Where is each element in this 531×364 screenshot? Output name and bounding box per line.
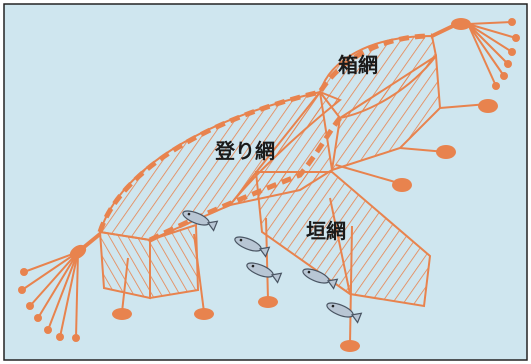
head-rope-dashed (97, 33, 433, 233)
head-rope-lower-dashed (148, 116, 342, 243)
fence-net (254, 171, 432, 308)
climbing-net-wall-front (149, 223, 200, 300)
right-mooring-anchors (492, 18, 520, 90)
anchor-weight-icon (258, 296, 278, 308)
fish-icon (234, 236, 271, 258)
anchor-weight-icon (340, 340, 360, 352)
anchor-weight-icon (112, 308, 132, 320)
label-box-net: 箱網 (338, 53, 378, 77)
fence-net-edge (329, 197, 351, 295)
float-icon (69, 244, 87, 260)
label-climbing-net: 登り網 (214, 139, 275, 163)
fish-icon (246, 262, 283, 284)
box-net-body (330, 54, 442, 172)
anchor-weight-icon (436, 145, 456, 159)
anchor-weight-icon (392, 178, 412, 192)
float-icon (451, 18, 471, 30)
right-mooring-ropes (467, 21, 517, 87)
anchor-weight-icon (478, 99, 498, 113)
anchor-weight-icons (112, 99, 498, 352)
fish-icon (302, 268, 339, 290)
fish-group (182, 210, 363, 324)
left-mooring-anchors (18, 268, 80, 342)
anchor-lines (121, 103, 489, 345)
left-mooring-ropes (21, 251, 79, 339)
right-head-rope (431, 23, 456, 38)
label-fence-net: 垣網 (306, 219, 346, 243)
anchor-weight-icon (194, 308, 214, 320)
fish-icon (182, 210, 219, 232)
fish-icon (326, 302, 363, 324)
